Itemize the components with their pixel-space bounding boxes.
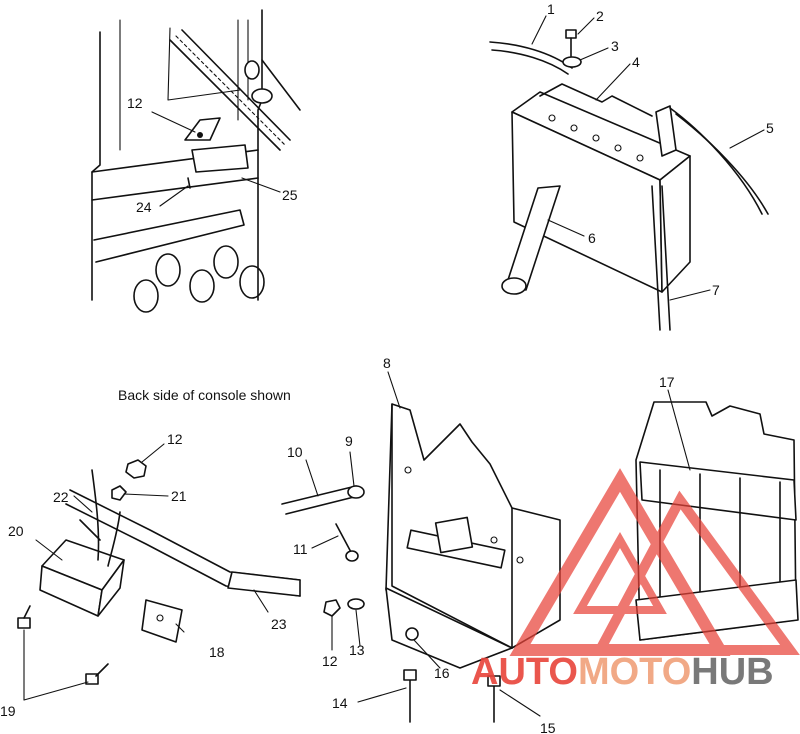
callout-10: 10	[287, 444, 303, 460]
callout-4: 4	[632, 54, 640, 70]
watermark-logo	[509, 468, 800, 656]
callout-2: 2	[596, 8, 604, 24]
callout-labels: 1 2 3 4 5 6 7 8 9 10 11 12 12 12 13 14 1…	[0, 1, 774, 734]
callout-1: 1	[547, 1, 555, 17]
callout-24: 24	[136, 199, 152, 215]
callout-12-mid: 12	[167, 431, 183, 447]
callout-22: 22	[53, 489, 69, 505]
callout-17: 17	[659, 374, 675, 390]
watermark-hub: HUB	[691, 651, 773, 693]
watermark-text: AUTOMOTOHUB	[471, 651, 774, 693]
callout-20: 20	[8, 523, 24, 539]
battery-view	[489, 15, 769, 331]
callout-18: 18	[209, 644, 225, 660]
watermark-auto: AUTO	[471, 651, 578, 693]
callout-14: 14	[332, 695, 348, 711]
callout-23: 23	[271, 616, 287, 632]
watermark-moto: MOTO	[578, 651, 691, 693]
callout-12-bot: 12	[322, 653, 338, 669]
callout-6: 6	[588, 230, 596, 246]
callout-3: 3	[611, 38, 619, 54]
callout-12-top: 12	[127, 95, 143, 111]
callout-5: 5	[766, 120, 774, 136]
callout-19: 19	[0, 703, 16, 719]
console-mount-view	[91, 9, 301, 313]
callout-16: 16	[434, 665, 450, 681]
battery-bracket-view	[281, 371, 561, 723]
callout-21: 21	[171, 488, 187, 504]
callout-11: 11	[293, 541, 308, 557]
callout-25: 25	[282, 187, 298, 203]
callout-13: 13	[349, 642, 365, 658]
callout-8: 8	[383, 355, 391, 371]
callout-9: 9	[345, 433, 353, 449]
console-caption: Back side of console shown	[118, 387, 291, 403]
callout-15: 15	[540, 720, 556, 734]
console-back-view	[17, 443, 301, 701]
callout-7: 7	[712, 282, 720, 298]
